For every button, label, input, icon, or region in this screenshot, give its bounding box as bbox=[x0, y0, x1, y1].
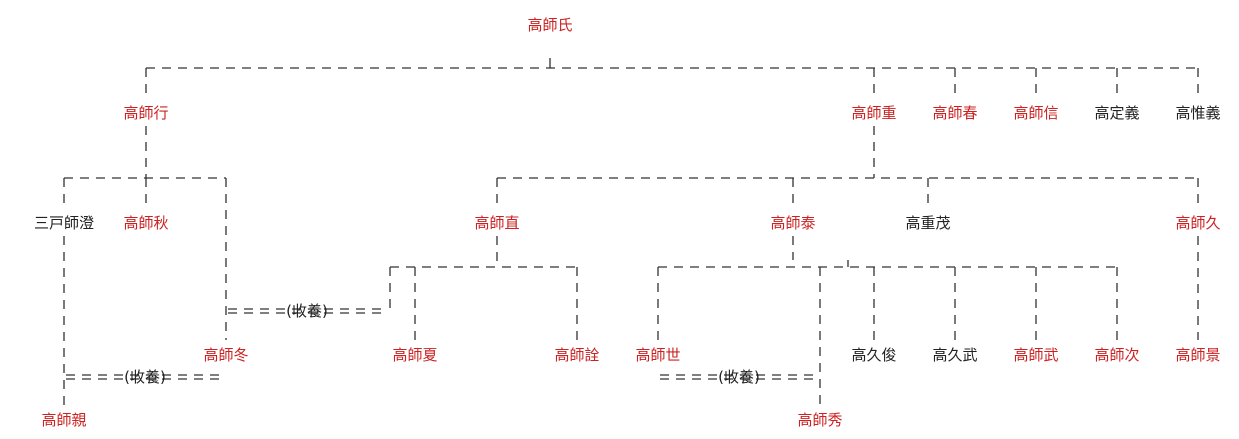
node-moronao: 高師直 bbox=[474, 214, 520, 232]
node-morosen: 高師詮 bbox=[554, 346, 600, 364]
node-hisatoshi: 高久俊 bbox=[851, 346, 897, 364]
node-shigeshige: 高重茂 bbox=[905, 214, 951, 232]
node-moroshige: 高師重 bbox=[851, 104, 897, 122]
node-morokage: 高師景 bbox=[1175, 346, 1221, 364]
node-morotake: 高師武 bbox=[1013, 346, 1059, 364]
node-morohide: 高師秀 bbox=[797, 411, 843, 429]
node-morohisa: 高師久 bbox=[1175, 214, 1221, 232]
node-morofuyu: 高師冬 bbox=[203, 346, 249, 364]
node-moronobu: 高師信 bbox=[1013, 104, 1059, 122]
node-sannohe: 三戸師澄 bbox=[33, 214, 95, 232]
node-sadayoshi: 高定義 bbox=[1094, 104, 1140, 122]
node-morotsugu: 高師次 bbox=[1094, 346, 1140, 364]
node-moroshi: 高師氏 bbox=[527, 16, 573, 34]
node-moroyo: 高師世 bbox=[635, 346, 681, 364]
node-moroharu: 高師春 bbox=[932, 104, 978, 122]
adoption-label-morohide: (收養) bbox=[718, 368, 760, 386]
adoption-label-morofuyu: (收養) bbox=[286, 302, 328, 320]
node-moroyasu: 高師泰 bbox=[770, 214, 816, 232]
node-hisatake: 高久武 bbox=[932, 346, 978, 364]
node-moroaki: 高師秋 bbox=[123, 214, 169, 232]
node-moroyuki: 高師行 bbox=[123, 104, 169, 122]
node-moronatsu: 高師夏 bbox=[392, 346, 438, 364]
adoption-label-morochika: (收養) bbox=[124, 368, 166, 386]
node-koreyoshi: 高惟義 bbox=[1175, 104, 1221, 122]
node-morochika: 高師親 bbox=[41, 411, 87, 429]
